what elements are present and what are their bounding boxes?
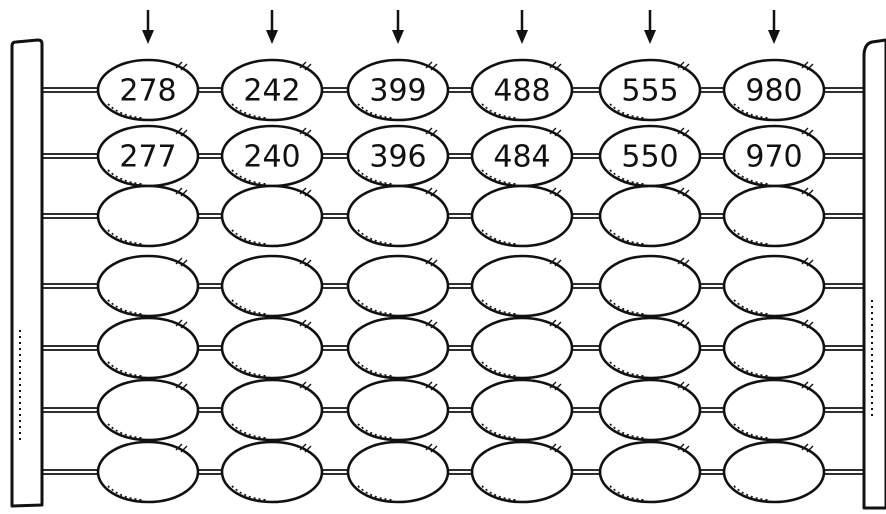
bead-r7-c2 — [220, 440, 324, 504]
right-post — [862, 38, 886, 510]
bead-r6-c4 — [470, 378, 574, 442]
bead-r5-c4 — [470, 316, 574, 380]
bead-r4-c3 — [346, 254, 450, 318]
bead-value: 242 — [243, 74, 300, 109]
bead-value: 484 — [493, 140, 550, 175]
bead-value: 399 — [369, 74, 426, 109]
down-arrow-5 — [644, 10, 656, 44]
bead-r6-c2 — [220, 378, 324, 442]
bead-r4-c6 — [722, 254, 826, 318]
bead-value: 970 — [745, 140, 802, 175]
left-post — [10, 38, 44, 508]
bead-r7-c4 — [470, 440, 574, 504]
abacus-frame — [10, 38, 886, 510]
bead-value: 488 — [493, 74, 550, 109]
bead-r2-c4: 484 — [470, 124, 574, 188]
bead-r4-c1 — [96, 254, 200, 318]
bead-value: 550 — [621, 140, 678, 175]
bead-r1-c2: 242 — [220, 58, 324, 122]
bead-value: 240 — [243, 140, 300, 175]
bead-r2-c6: 970 — [722, 124, 826, 188]
bead-value: 278 — [119, 74, 176, 109]
bead-value: 555 — [621, 74, 678, 109]
bead-r1-c5: 555 — [598, 58, 702, 122]
bead-r7-c5 — [598, 440, 702, 504]
down-arrow-2 — [266, 10, 278, 44]
bead-r5-c1 — [96, 316, 200, 380]
bead-r3-c6 — [722, 184, 826, 248]
bead-r7-c1 — [96, 440, 200, 504]
bead-r6-c3 — [346, 378, 450, 442]
bead-value: 396 — [369, 140, 426, 175]
bead-r1-c4: 488 — [470, 58, 574, 122]
down-arrow-6 — [768, 10, 780, 44]
down-arrow-3 — [392, 10, 404, 44]
bead-r1-c1: 278 — [96, 58, 200, 122]
bead-r5-c6 — [722, 316, 826, 380]
bead-value: 980 — [745, 74, 802, 109]
bead-r2-c3: 396 — [346, 124, 450, 188]
down-arrow-1 — [142, 10, 154, 44]
bead-r1-c3: 399 — [346, 58, 450, 122]
bead-r2-c5: 550 — [598, 124, 702, 188]
bead-r4-c2 — [220, 254, 324, 318]
bead-r7-c3 — [346, 440, 450, 504]
bead-r2-c2: 240 — [220, 124, 324, 188]
bead-value: 277 — [119, 140, 176, 175]
bead-r1-c6: 980 — [722, 58, 826, 122]
bead-r2-c1: 277 — [96, 124, 200, 188]
bead-r7-c6 — [722, 440, 826, 504]
bead-r3-c1 — [96, 184, 200, 248]
bead-r5-c5 — [598, 316, 702, 380]
bead-r4-c5 — [598, 254, 702, 318]
bead-r3-c3 — [346, 184, 450, 248]
bead-r4-c4 — [470, 254, 574, 318]
bead-r5-c2 — [220, 316, 324, 380]
bead-r6-c5 — [598, 378, 702, 442]
bead-r5-c3 — [346, 316, 450, 380]
down-arrow-4 — [516, 10, 528, 44]
bead-r3-c4 — [470, 184, 574, 248]
bead-r6-c1 — [96, 378, 200, 442]
bead-r3-c5 — [598, 184, 702, 248]
bead-r6-c6 — [722, 378, 826, 442]
bead-r3-c2 — [220, 184, 324, 248]
